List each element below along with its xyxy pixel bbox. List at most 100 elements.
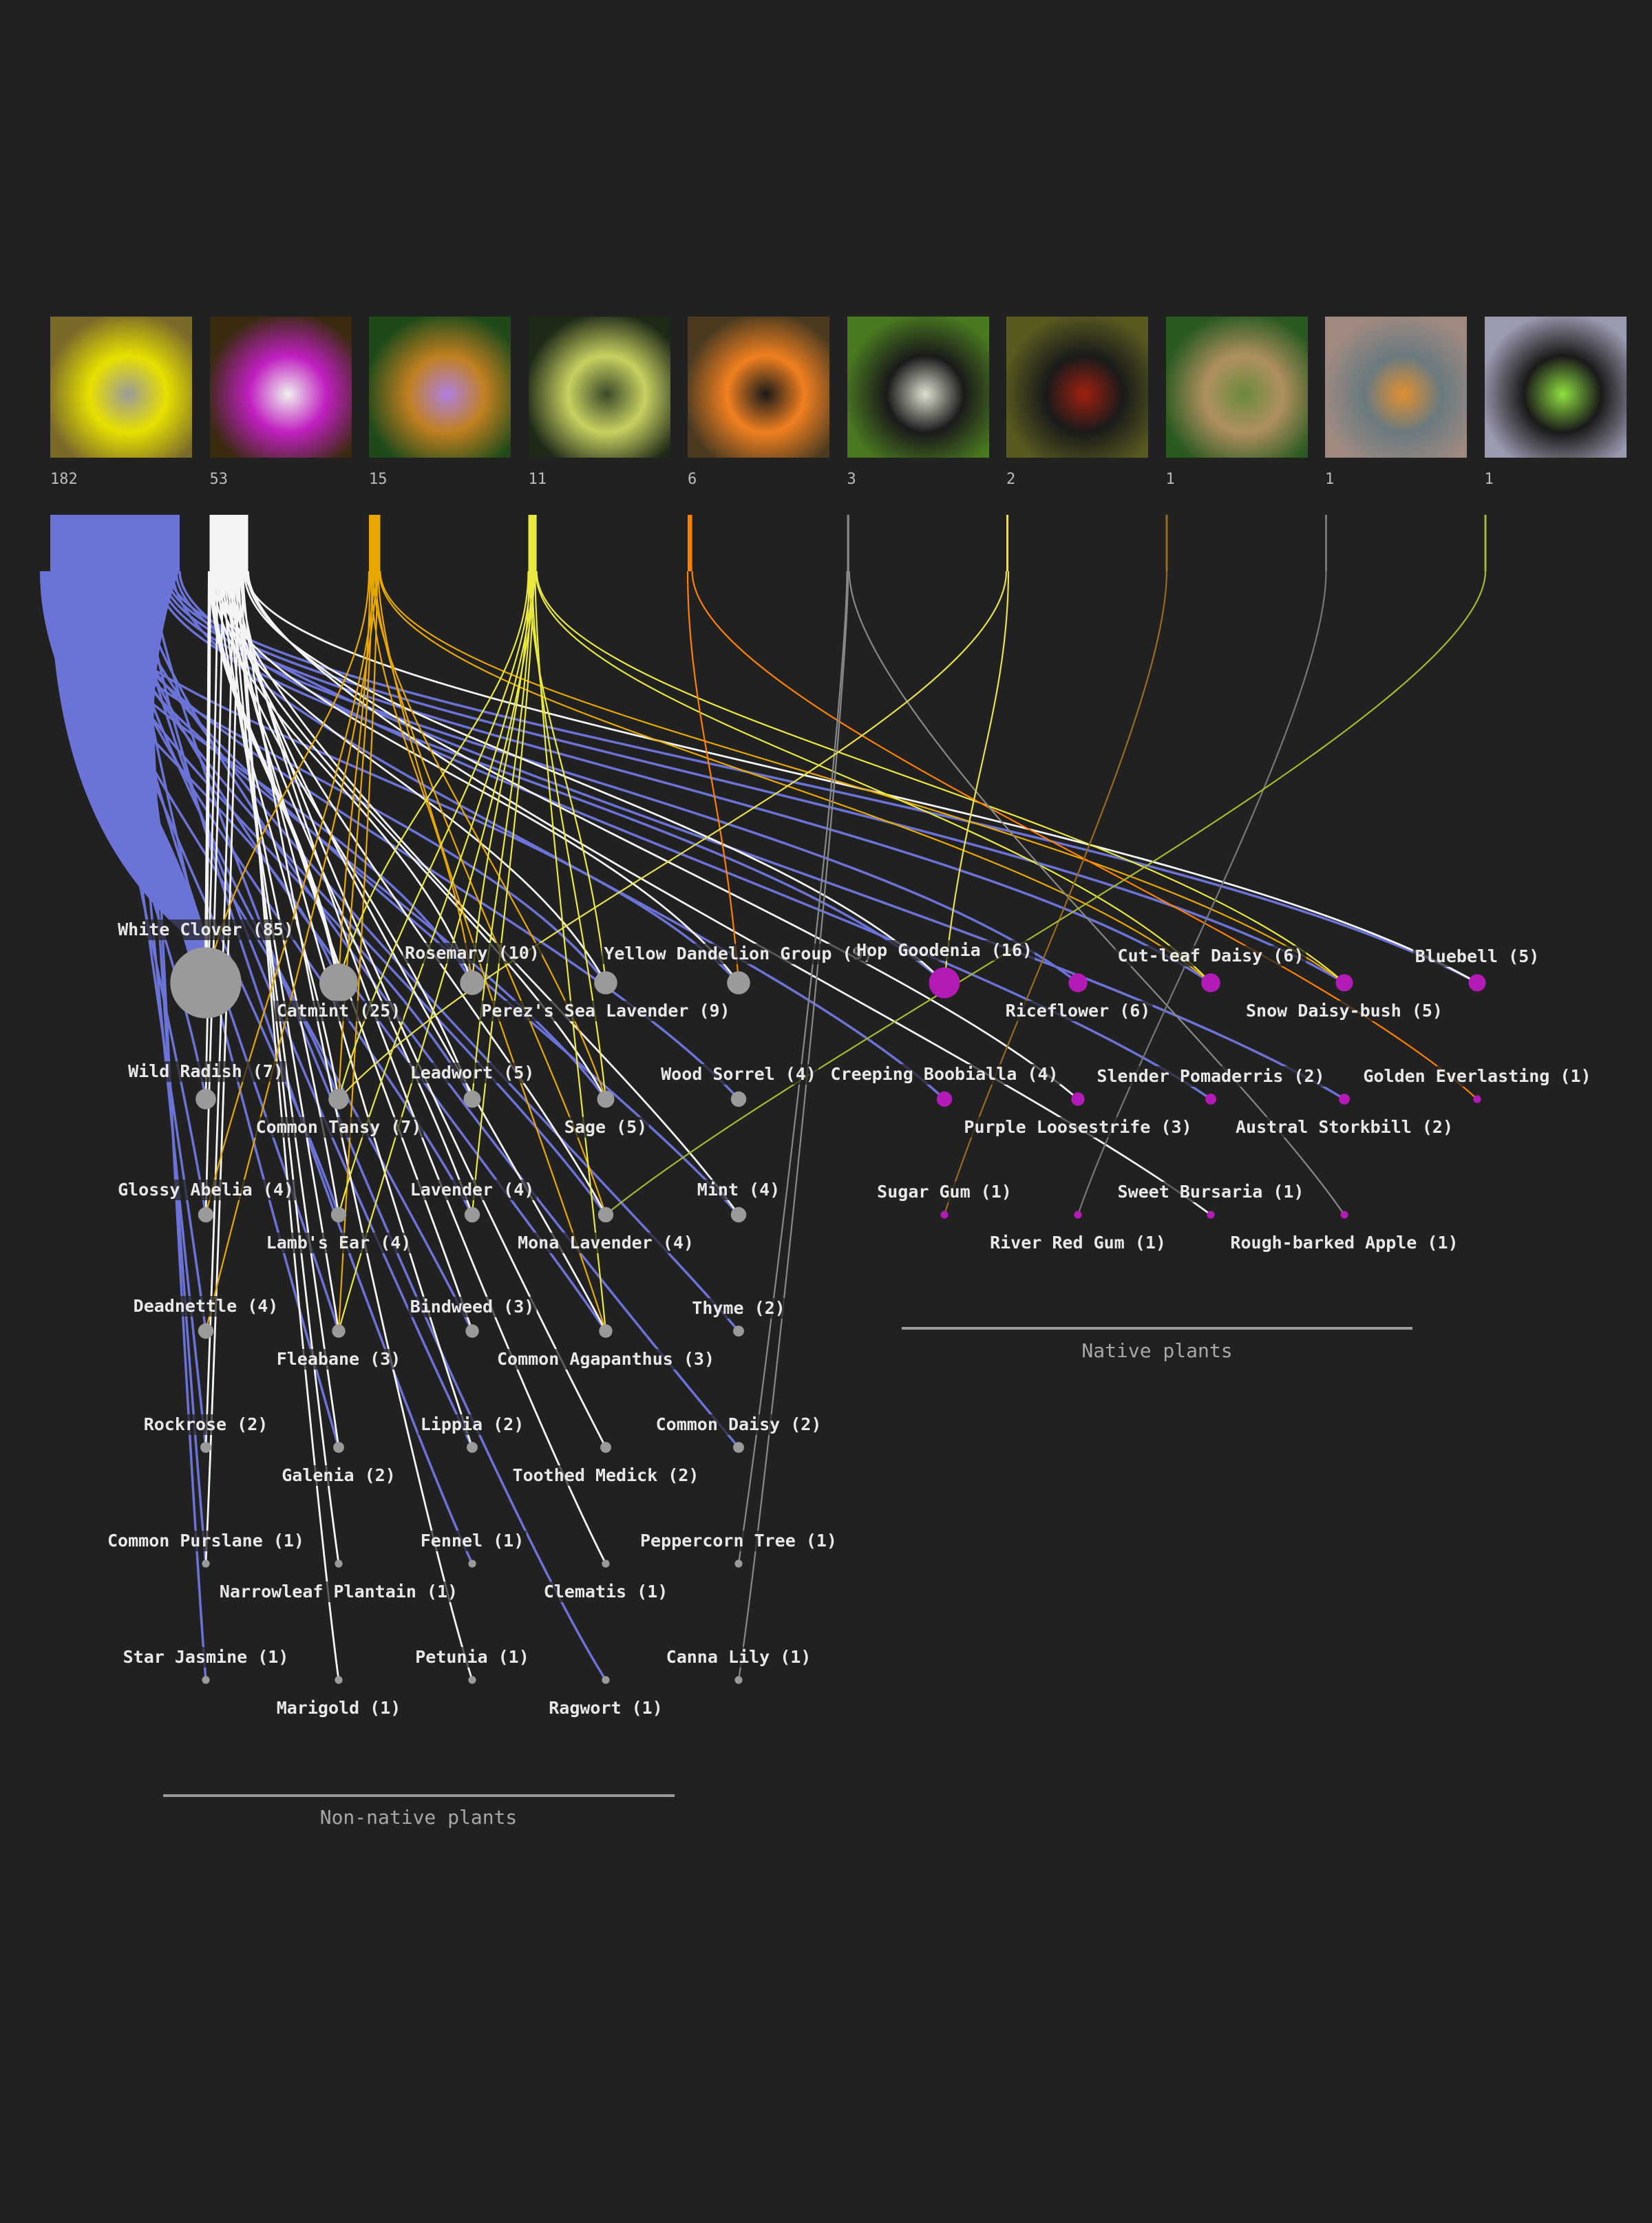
interaction-edge [160, 571, 1211, 984]
plant-node[interactable] [463, 1090, 481, 1108]
plant-node[interactable] [599, 1324, 613, 1338]
plant-node[interactable] [1207, 1211, 1215, 1219]
plant-node[interactable] [468, 1676, 476, 1684]
plant-node[interactable] [467, 1442, 478, 1453]
plant-node[interactable] [733, 1326, 744, 1337]
butterfly-stem [1165, 515, 1168, 571]
plant-node[interactable] [730, 1091, 747, 1107]
plant-node[interactable] [1201, 973, 1220, 992]
plant-label: River Red Gum (1) [988, 1233, 1168, 1253]
plant-node[interactable] [1335, 974, 1353, 992]
interaction-edge [242, 571, 474, 1681]
plant-label: Fleabane (3) [274, 1349, 403, 1370]
plant-node[interactable] [936, 1091, 953, 1107]
plant-label: Mona Lavender (4) [516, 1233, 696, 1253]
butterfly-count: 6 [688, 471, 697, 488]
plant-label: Sage (5) [562, 1117, 650, 1138]
butterfly-count: 3 [847, 471, 856, 488]
plant-node[interactable] [170, 947, 242, 1019]
plant-node[interactable] [730, 1206, 747, 1223]
plant-node[interactable] [332, 1324, 346, 1338]
plant-label: Creeping Boobialla (4) [828, 1063, 1061, 1085]
plant-label: Leadwort (5) [407, 1063, 537, 1084]
plant-label: Star Jasmine (1) [120, 1647, 291, 1668]
interaction-edge [204, 571, 211, 983]
butterfly-stem [50, 515, 180, 571]
butterfly-photo [369, 317, 511, 458]
interaction-edge [147, 571, 207, 1681]
plant-label: Clematis (1) [541, 1582, 670, 1602]
interaction-edge [126, 571, 207, 1448]
plant-node[interactable] [1339, 1094, 1350, 1105]
plant-nodes [170, 947, 1486, 1684]
plant-node[interactable] [734, 1676, 743, 1684]
plant-node[interactable] [1468, 974, 1486, 992]
interaction-edge [136, 571, 740, 1449]
plant-node[interactable] [597, 1090, 615, 1108]
plant-label: Common Daisy (2) [653, 1414, 824, 1435]
plant-label: Bluebell (5) [1412, 946, 1542, 968]
interaction-edges [40, 571, 1487, 1681]
butterfly-photo [50, 317, 192, 458]
plant-node[interactable] [195, 1089, 216, 1109]
plant-node[interactable] [198, 1206, 214, 1223]
butterfly-photo [1006, 317, 1148, 458]
plant-node[interactable] [330, 1206, 347, 1223]
plant-node[interactable] [333, 1442, 344, 1453]
plant-node[interactable] [940, 1211, 949, 1219]
plant-node[interactable] [734, 1560, 743, 1568]
plant-node[interactable] [335, 1676, 343, 1684]
plant-node[interactable] [202, 1560, 210, 1568]
plant-node[interactable] [198, 1323, 214, 1339]
plant-node[interactable] [1473, 1095, 1481, 1103]
interaction-edge [80, 571, 474, 1100]
plant-node[interactable] [464, 1206, 480, 1223]
plant-node[interactable] [1071, 1092, 1085, 1106]
plant-label: Deadnettle (4) [131, 1295, 281, 1317]
interaction-edge [379, 571, 1345, 983]
plant-node[interactable] [733, 1442, 744, 1453]
butterfly-photo [688, 317, 829, 458]
plant-node[interactable] [1068, 973, 1088, 992]
plant-label: Common Tansy (7) [253, 1117, 424, 1138]
interaction-edge [204, 571, 219, 1100]
plant-node[interactable] [602, 1676, 610, 1684]
plant-label: Sugar Gum (1) [875, 1182, 1014, 1202]
plant-label: Rockrose (2) [141, 1414, 271, 1435]
plant-node[interactable] [200, 1442, 211, 1453]
plant-node[interactable] [727, 971, 750, 994]
plant-label: Hop Goodenia (16) [854, 939, 1035, 961]
butterfly-stem [847, 515, 849, 571]
interaction-edge [240, 571, 340, 1681]
plant-node[interactable] [328, 1089, 349, 1109]
plant-node[interactable] [1074, 1211, 1082, 1219]
interaction-edge [686, 571, 740, 983]
plant-node[interactable] [600, 1442, 611, 1453]
plant-node[interactable] [460, 970, 485, 995]
plant-node[interactable] [929, 967, 960, 999]
butterfly-stems [50, 515, 1487, 571]
interaction-edge [105, 571, 740, 1216]
butterfly-stem [1325, 515, 1327, 571]
plant-label: Rosemary (10) [403, 943, 542, 964]
plant-node[interactable] [594, 971, 617, 994]
plant-node[interactable] [202, 1676, 210, 1684]
plant-node[interactable] [1205, 1094, 1216, 1105]
plant-node[interactable] [319, 964, 358, 1002]
plant-node[interactable] [335, 1560, 343, 1568]
plant-node[interactable] [597, 1206, 614, 1223]
plant-label: Marigold (1) [274, 1698, 403, 1719]
interaction-edge [204, 571, 239, 1564]
interaction-edge [737, 571, 849, 1681]
interaction-edge [737, 571, 848, 1564]
plant-node[interactable] [1340, 1211, 1348, 1219]
interaction-edge [229, 571, 474, 1332]
plant-label: Peppercorn Tree (1) [638, 1531, 839, 1551]
interaction-edge [244, 571, 1478, 984]
plant-node[interactable] [468, 1560, 476, 1568]
plant-node[interactable] [602, 1560, 610, 1568]
butterfly-stem [688, 515, 692, 571]
plant-node[interactable] [465, 1324, 479, 1338]
plant-label: Rough-barked Apple (1) [1228, 1233, 1461, 1253]
